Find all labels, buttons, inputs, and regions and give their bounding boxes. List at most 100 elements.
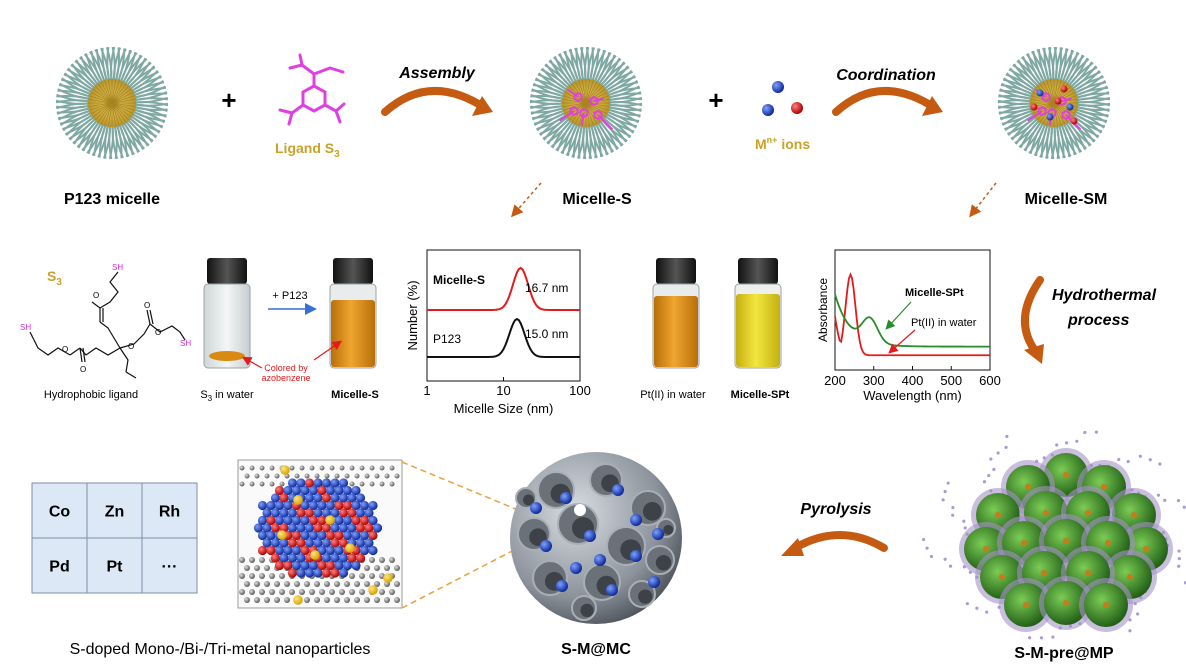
metal-atom [330,508,340,518]
micelle-core-dot [1025,484,1031,490]
carbon-atom [259,481,265,487]
surfactant-dot [941,498,945,502]
oxygen-label: O [128,342,134,351]
metal-atom [342,530,353,541]
metal-nanoparticle [630,550,642,562]
core-strand [585,80,594,104]
metal-atom [308,500,319,511]
core-strand [111,102,136,108]
surfactant-dot [951,513,955,517]
metal-nanoparticle [584,530,596,542]
carbon-atom [369,573,375,579]
carbon-atom [379,481,385,487]
micelle-core-dot [1127,574,1133,580]
metal-atom [338,568,349,578]
metal-nanoparticle [540,540,552,552]
metal-atom [279,553,289,563]
core-strand [111,81,124,104]
surfactant-dot [925,546,929,550]
metal-atom [330,553,340,563]
metal-atom [351,515,361,526]
micelle-core-dot [1023,602,1029,608]
coordination-label: Coordination [836,67,936,84]
micelle-core-dot [1063,538,1069,544]
uv-x-axis-label: Wavelength (nm) [863,388,962,403]
metal-atom [262,523,272,533]
carbon-atom [304,473,310,479]
metal-atom [308,485,319,496]
carbon-atom [309,465,315,471]
core-strand [585,85,604,104]
surfactant-dot [1177,556,1181,561]
metal-atom [317,560,327,571]
uv-y-axis-label: Absorbance [816,278,830,342]
hydrothermal-arrow-head [1024,344,1044,364]
core-strand [1046,80,1055,104]
carbon-atom [364,581,370,587]
metal-ion-icon [1060,85,1068,93]
carbon-atom [279,589,285,595]
metal-nanoparticle [606,584,618,596]
metal-atom [351,560,361,571]
carbon-atom [249,589,255,595]
metal-atom [291,545,302,556]
metal-atom [372,523,383,533]
carbon-atom [239,465,245,471]
metal-atom [342,485,353,496]
vial-micelle-s [329,258,377,369]
dls-series-label-p123: P123 [433,332,461,346]
core-strand [1053,102,1066,125]
metal-atom [334,485,344,496]
metal-atom [317,545,327,556]
metal-atom [321,553,332,563]
core-strand [585,102,594,126]
pore-depth [523,494,534,506]
carbon-atom [394,597,400,603]
carbon-atom [379,557,385,563]
metal-atom [330,523,340,533]
table-cell [31,537,88,594]
colored-pointer-1 [241,356,263,369]
core-strand [578,80,587,104]
micelle-core-dot [1063,472,1069,478]
carbon-atom [354,597,360,603]
metal-ion-icon [1036,89,1044,97]
carbon-atom [289,465,295,471]
core-strand [111,83,127,104]
uv-x-tick-label: 300 [863,373,885,388]
core-strand [111,85,130,104]
surfactant-dot [1075,439,1079,443]
surfactant-dot [1177,549,1181,553]
carbon-atom [299,465,305,471]
core-strand [585,88,606,104]
dls-x-axis-label: Micelle Size (nm) [454,401,554,416]
carbon-atom [254,565,260,571]
metal-atom [317,500,327,511]
plus-sign-1: + [221,85,236,115]
surfactant-dot [982,480,987,484]
micelle-sm-graphic [997,46,1111,160]
nanoparticle-zoom-graphic [237,459,403,609]
metal-atom [325,485,336,496]
s-m-mc-label: S-M@MC [561,641,631,658]
carbon-atom [364,597,370,603]
carbon-atom [339,465,345,471]
ligand-arm [593,97,604,102]
metal-atom [338,478,349,488]
metal-atom [300,500,310,511]
core-strand [1053,102,1076,115]
surfactant-dot [992,467,996,471]
metal-atom [262,508,272,518]
surfactant-dot [1039,636,1044,640]
core-strand [1039,102,1055,123]
core-strand [88,102,113,108]
metal-atom [300,530,310,541]
micelle-core-dot [995,512,1001,518]
surfactant-dot [1176,499,1181,503]
assembly-label: Assembly [398,65,476,82]
surfactant-dot [948,564,953,568]
dls-x-tick-label: 1 [423,383,430,398]
micelle-core-dot [1021,540,1027,546]
table-cell [141,537,198,594]
